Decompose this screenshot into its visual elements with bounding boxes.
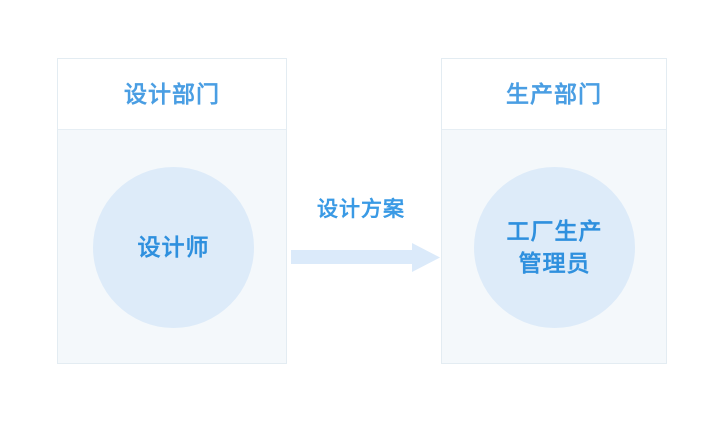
department-body-design: 设计师 — [58, 130, 286, 363]
department-header-production: 生产部门 — [442, 59, 666, 130]
role-label-factory-manager: 工厂生产 管理员 — [506, 218, 603, 276]
role-label-designer: 设计师 — [137, 233, 210, 260]
department-header-design: 设计部门 — [58, 59, 286, 130]
flow-label-design-plan: 设计方案 — [317, 198, 405, 221]
role-circle-factory-manager[interactable]: 工厂生产 管理员 — [474, 167, 635, 328]
department-body-production: 工厂生产 管理员 — [442, 130, 666, 363]
department-box-design[interactable]: 设计部门 设计师 — [57, 58, 287, 364]
flow-arrow-icon — [290, 240, 442, 276]
department-title-design: 设计部门 — [124, 80, 220, 107]
department-title-production: 生产部门 — [506, 80, 602, 107]
role-circle-designer[interactable]: 设计师 — [93, 167, 254, 328]
department-box-production[interactable]: 生产部门 工厂生产 管理员 — [441, 58, 667, 364]
